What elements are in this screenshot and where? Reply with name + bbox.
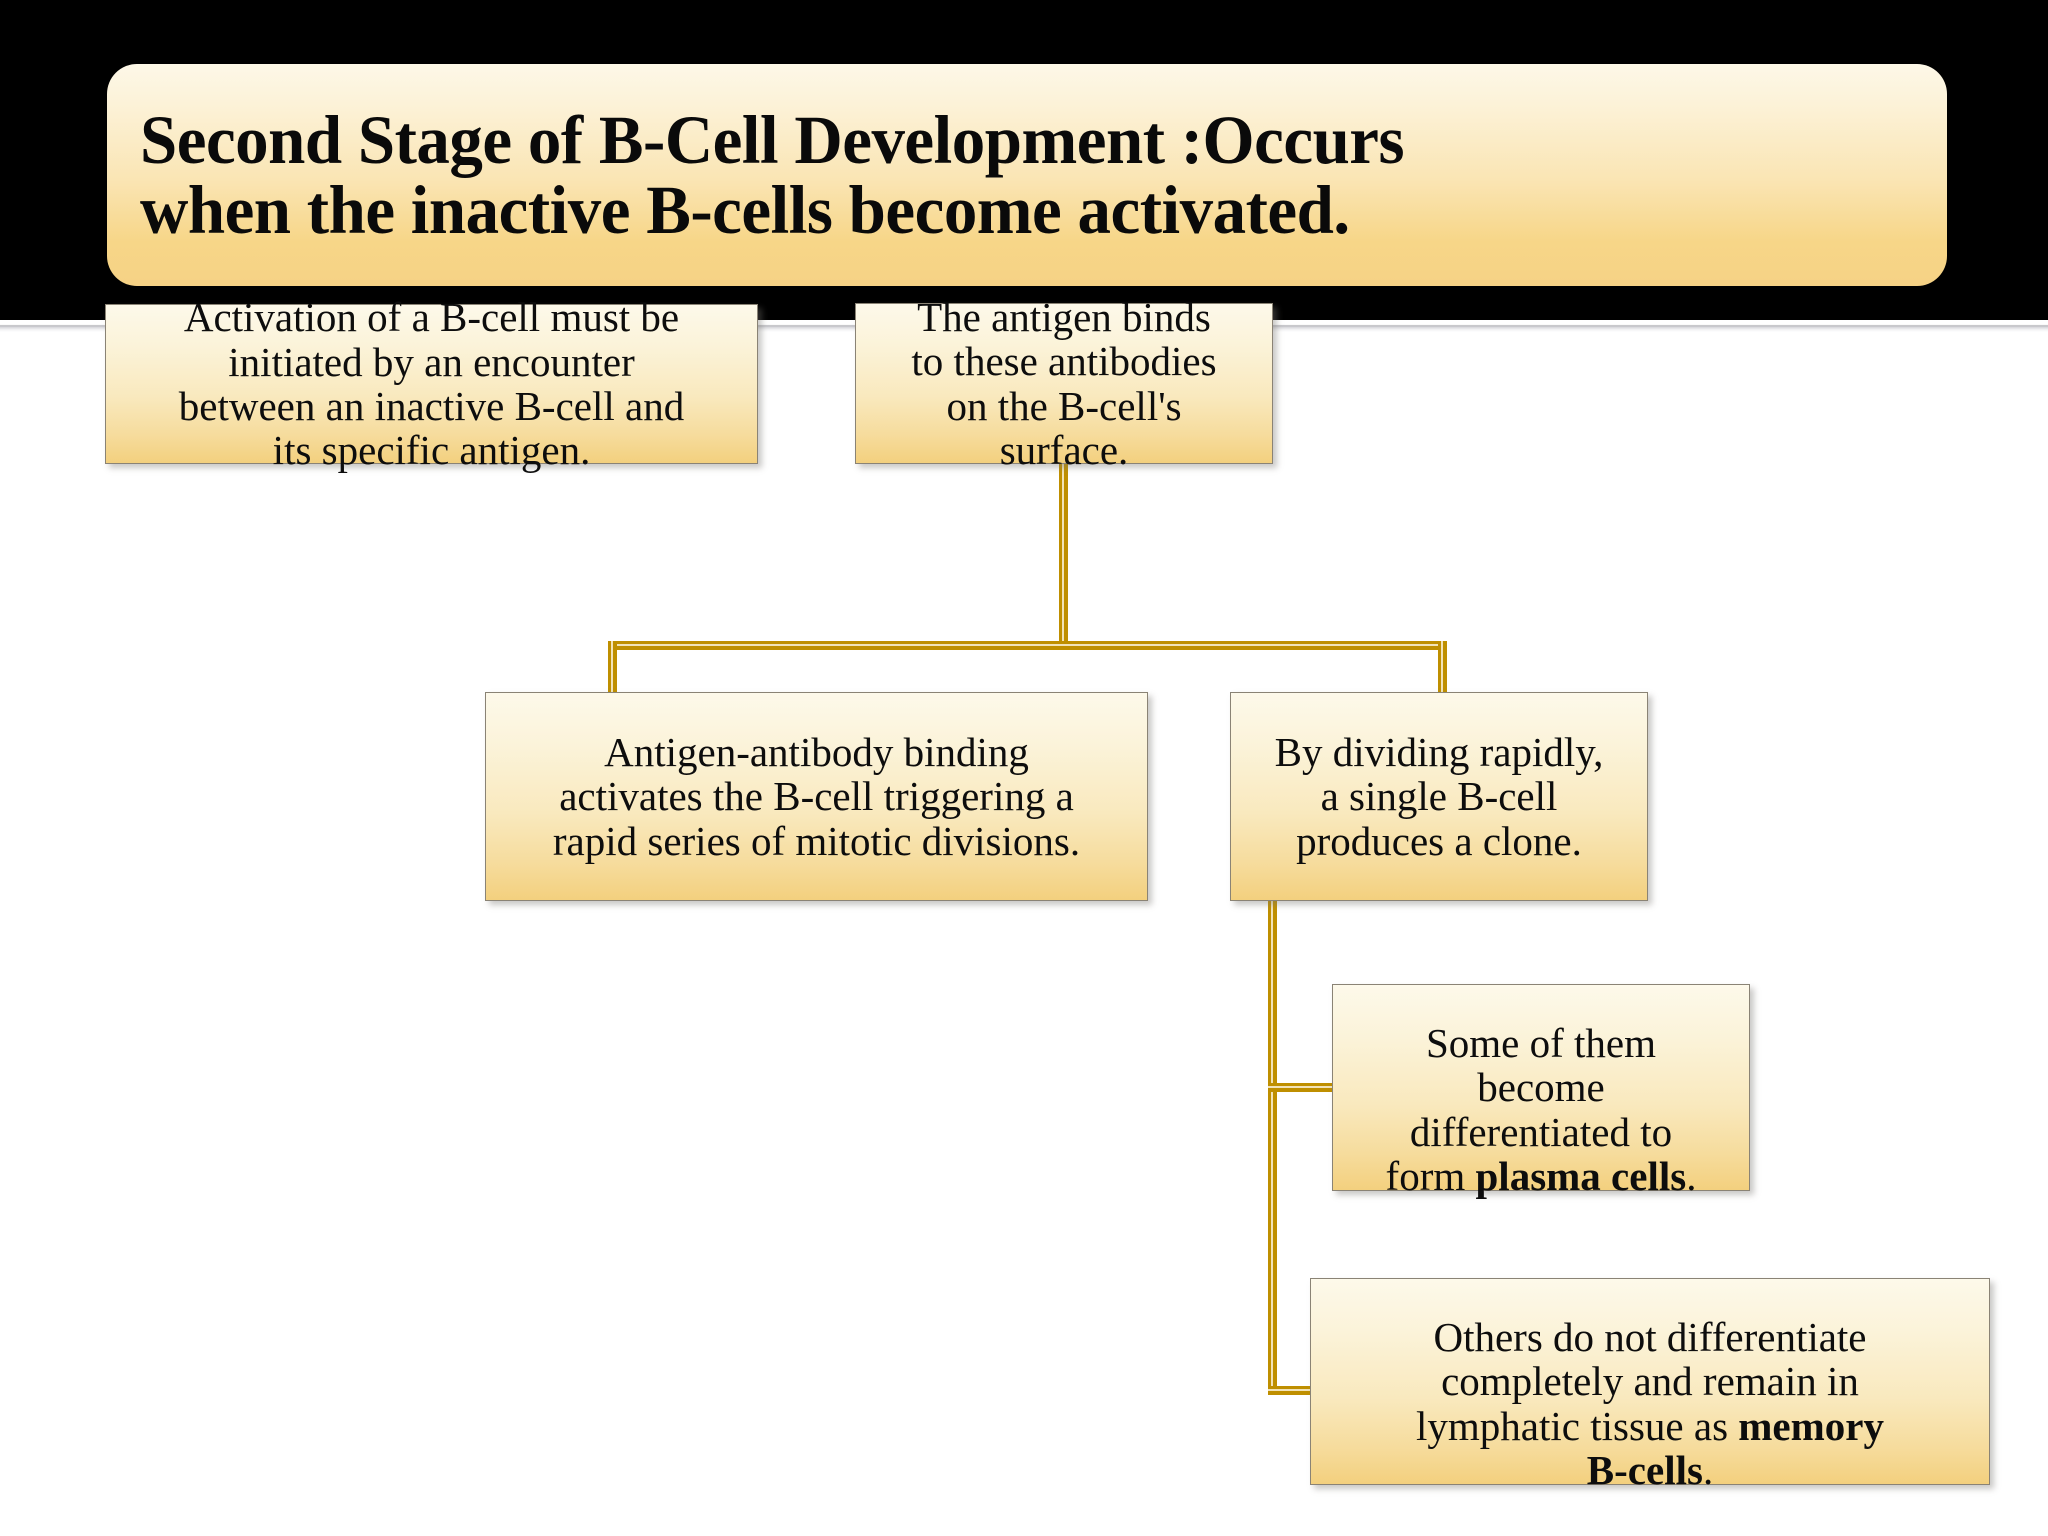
- flow-box-memory-b-cells: Others do not differentiate completely a…: [1310, 1278, 1990, 1493]
- memory-text-tail: .: [1702, 1447, 1714, 1494]
- flow-box-binding-activates-text: Antigen-antibody binding activates the B…: [552, 728, 1081, 864]
- connector-leg-to-binding-activates: [608, 641, 617, 699]
- connector-leg-to-dividing: [1438, 641, 1447, 699]
- plasma-text-emphasis: plasma cells: [1475, 1153, 1687, 1200]
- flow-box-binding-activates: Antigen-antibody binding activates the B…: [485, 692, 1148, 901]
- flow-box-antigen-binds-text: The antigen binds to these antibodies on…: [911, 293, 1217, 473]
- flow-box-dividing-text: By dividing rapidly, a single B-cell pro…: [1274, 728, 1604, 864]
- flow-box-memory-b-cells-text: Others do not differentiate completely a…: [1311, 1270, 1989, 1494]
- flow-box-antigen-binds: The antigen binds to these antibodies on…: [855, 294, 1273, 472]
- slide-title: Second Stage of B-Cell Development :Occu…: [139, 101, 1405, 248]
- flow-box-plasma-cells: Some of them become differentiated to fo…: [1332, 984, 1750, 1199]
- flow-box-activation-text: Activation of a B-cell must be initiated…: [178, 294, 685, 474]
- plasma-text-lead: Some of them become differentiated to fo…: [1385, 1019, 1673, 1200]
- title-plaque: Second Stage of B-Cell Development :Occu…: [107, 64, 1947, 286]
- plasma-text-tail: .: [1686, 1153, 1697, 1200]
- connector-branch-to-memory: [1268, 1386, 1316, 1395]
- memory-text-lead: Others do not differentiate completely a…: [1416, 1313, 1867, 1449]
- connector-antigen-binds-stem: [1059, 462, 1068, 648]
- connector-clone-trunk: [1268, 898, 1277, 1395]
- connector-split-bar: [612, 641, 1447, 650]
- flow-box-plasma-cells-text: Some of them become differentiated to fo…: [1333, 976, 1749, 1198]
- memory-text-emphasis: memory B-cells: [1586, 1402, 1884, 1494]
- flow-box-activation: Activation of a B-cell must be initiated…: [105, 295, 758, 473]
- connector-branch-to-plasma: [1268, 1083, 1338, 1092]
- flow-box-dividing: By dividing rapidly, a single B-cell pro…: [1230, 692, 1648, 901]
